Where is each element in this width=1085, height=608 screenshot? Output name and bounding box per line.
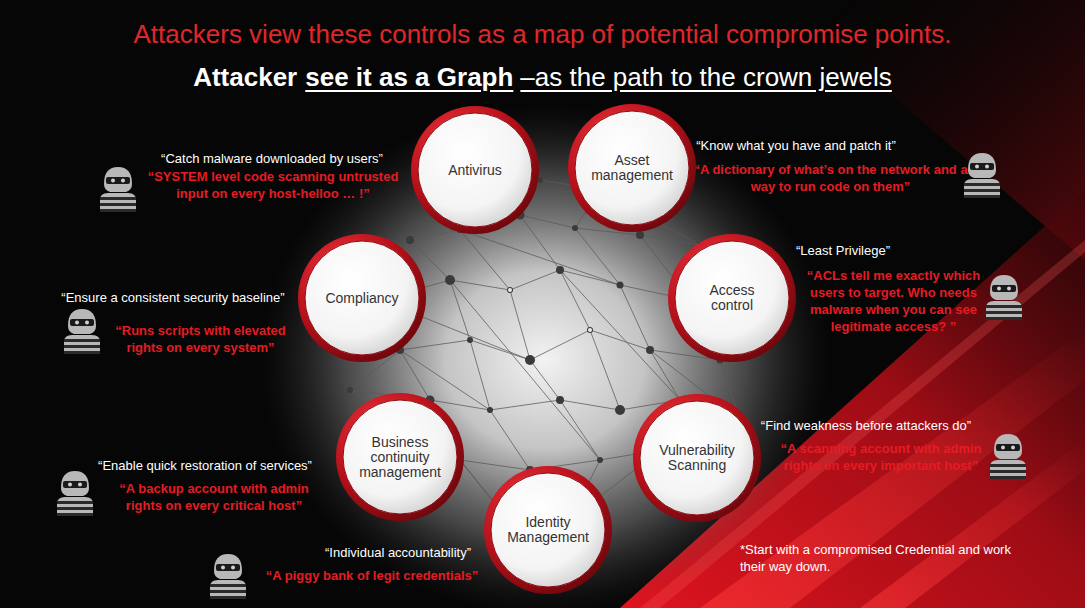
white-face [418, 113, 532, 227]
control-name: Identity Management [505, 515, 591, 545]
control-name: Asset management [589, 153, 675, 183]
white-face [575, 111, 689, 225]
white-face [305, 241, 419, 355]
control-purpose: “Individual accountability” [298, 544, 498, 561]
control-circle: Identity Management [483, 465, 613, 595]
red-ring [298, 234, 426, 362]
control-purpose: “Ensure a consistent security baseline” [48, 289, 298, 306]
attacker-view: “A dictionary of what’s on the network a… [693, 161, 968, 195]
control-purpose: “Enable quick restoration of services” [80, 457, 330, 474]
subtitle-part: Attacker [193, 60, 297, 94]
attacker-view: “SYSTEM level code scanning untrusted in… [144, 168, 402, 202]
white-face [491, 473, 605, 587]
attacker-view: “A scanning account with admin rights on… [768, 440, 994, 474]
control-purpose: “Find weakness before attackers do” [746, 417, 986, 434]
red-ring [484, 466, 612, 594]
control-name: Vulnerability Scanning [654, 443, 740, 473]
control-circle: Compliancy [297, 233, 427, 363]
subtitle-part: see it as a Graph [305, 60, 513, 94]
red-ring [411, 106, 539, 234]
slide-title: Attackers view these controls as a map o… [0, 18, 1085, 50]
red-ring [336, 393, 464, 521]
control-name: Antivirus [432, 163, 518, 178]
control-circle: Access control [667, 233, 797, 363]
attacker-view: “A backup account with admin rights on e… [103, 480, 325, 514]
red-ring [568, 104, 696, 232]
attacker-view: “A piggy bank of legit credentials” [247, 567, 497, 584]
red-ring [668, 234, 796, 362]
footnote: *Start with a compromised Credential and… [740, 541, 1025, 575]
attacker-view: “Runs scripts with elevated rights on ev… [102, 322, 299, 356]
white-face [675, 241, 789, 355]
control-circle: Asset management [567, 103, 697, 233]
control-name: Compliancy [319, 291, 405, 306]
control-purpose: “Catch malware downloaded by users” [147, 150, 397, 167]
subtitle-part: –as the path to the crown jewels [520, 60, 891, 94]
control-name: Business continuity management [357, 435, 443, 480]
white-face [343, 400, 457, 514]
control-circle: Antivirus [410, 105, 540, 235]
control-purpose: “Least Privilege” [783, 242, 903, 259]
attacker-icons [57, 153, 1026, 599]
red-ring [633, 394, 761, 522]
subtitle-line: Attackersee it as a Graph–as the path to… [0, 60, 1085, 94]
control-name: Access control [689, 283, 775, 313]
white-face [640, 401, 754, 515]
control-purpose: “Know what you have and patch it” [680, 137, 912, 154]
control-circle: Business continuity management [335, 392, 465, 522]
control-circle: Vulnerability Scanning [632, 393, 762, 523]
attacker-view: “ACLs tell me exactly which users to tar… [795, 267, 992, 335]
